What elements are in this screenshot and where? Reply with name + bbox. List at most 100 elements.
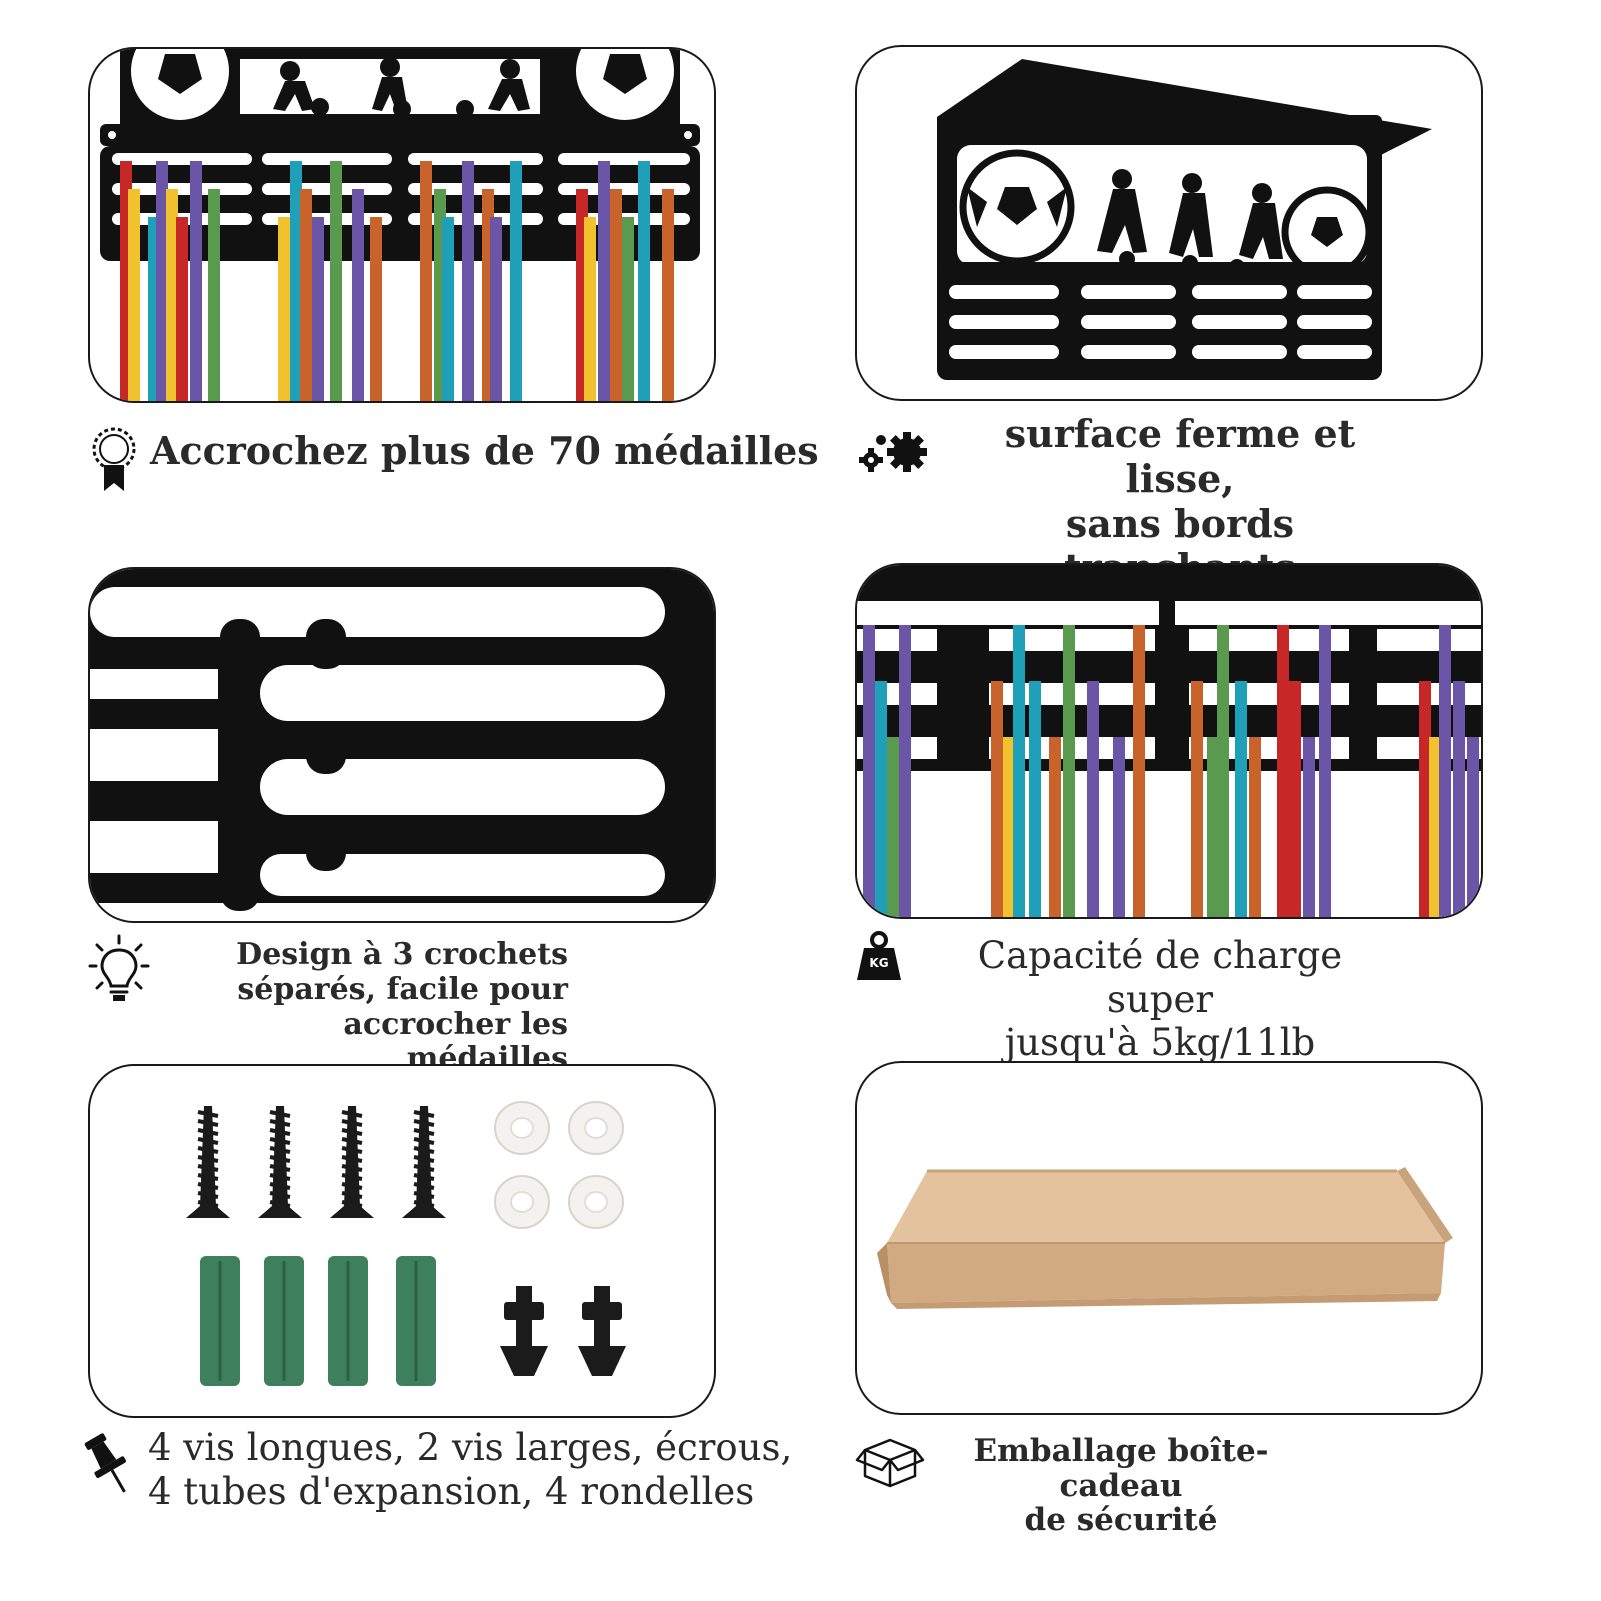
- top-slot: [857, 601, 1159, 625]
- ribbon: [1003, 737, 1015, 917]
- ribbon: [190, 161, 202, 401]
- feature-caption-line: jusqu'à 5kg/11lb: [1004, 1021, 1316, 1065]
- screw-thread: [197, 1128, 219, 1136]
- expansion-tube: [328, 1256, 368, 1386]
- top-slot: [1175, 601, 1481, 625]
- box-icon: [855, 1434, 925, 1490]
- wide-screw: [500, 1286, 548, 1376]
- hooks-closeup-image: [90, 569, 714, 921]
- hook-slot: [262, 153, 392, 165]
- gift-box: [855, 1061, 1483, 1415]
- ribbon: [330, 161, 342, 401]
- hardware-kit-image: [186, 1101, 626, 1386]
- screw-thread: [341, 1200, 363, 1208]
- screw-thread: [341, 1137, 363, 1145]
- hook-slot: [1297, 315, 1372, 329]
- ribbon: [166, 189, 178, 401]
- loaded-hooks-image: [857, 565, 1481, 917]
- screw-thread: [269, 1119, 291, 1127]
- ribbon: [420, 161, 432, 401]
- screw-thread: [341, 1173, 363, 1181]
- feature-caption-line: Design à 3 crochets: [236, 937, 568, 972]
- screw-thread: [197, 1164, 219, 1172]
- ribbon: [598, 161, 610, 401]
- screw-thread: [341, 1182, 363, 1190]
- feature-caption-line: surface ferme et lisse,: [1004, 411, 1356, 501]
- hook-slot: [949, 345, 1059, 359]
- ribbon: [1013, 625, 1025, 917]
- long-screw: [330, 1106, 374, 1218]
- screw-thread: [413, 1200, 435, 1208]
- screw-thread: [197, 1137, 219, 1145]
- screw-body: [330, 1106, 374, 1218]
- hook-slot: [949, 315, 1059, 329]
- medal-rack-front-view: [88, 47, 716, 403]
- screw-thread: [269, 1164, 291, 1172]
- wide-screw: [578, 1286, 626, 1376]
- screw-thread: [269, 1137, 291, 1145]
- hook-slot: [949, 285, 1059, 299]
- washer: [568, 1175, 624, 1229]
- ribbon: [1235, 681, 1247, 917]
- ribbon: [991, 681, 1003, 917]
- ribbon: [312, 217, 324, 401]
- ribbon: [1133, 625, 1145, 917]
- ribbon: [887, 737, 899, 917]
- screw-thread: [413, 1164, 435, 1172]
- ribbon: [1453, 681, 1465, 917]
- ribbon: [1277, 625, 1289, 917]
- screw-body: [186, 1106, 230, 1218]
- screw-thread: [197, 1182, 219, 1190]
- screw-thread: [269, 1128, 291, 1136]
- screw-thread: [413, 1182, 435, 1190]
- hook-slot: [1297, 285, 1372, 299]
- ribbon: [1289, 681, 1301, 917]
- screw-thread: [197, 1200, 219, 1208]
- ribbon: [442, 217, 454, 401]
- washer: [494, 1101, 550, 1155]
- screw-thread: [413, 1119, 435, 1127]
- feature-caption-line: Emballage boîte-cadeau: [973, 1433, 1269, 1504]
- screw-thread: [341, 1191, 363, 1199]
- ribbon: [662, 189, 674, 401]
- screw-thread: [269, 1155, 291, 1163]
- ribbon: [1303, 737, 1315, 917]
- expansion-tube: [396, 1256, 436, 1386]
- ribbon: [1467, 737, 1479, 917]
- screw-thread: [197, 1191, 219, 1199]
- expansion-tube: [264, 1256, 304, 1386]
- screw-thread: [197, 1119, 219, 1127]
- hardware-kit: [88, 1064, 716, 1418]
- feature-caption-line: de sécurité: [1024, 1502, 1218, 1539]
- ribbon: [1113, 737, 1125, 917]
- ribbon: [638, 161, 650, 401]
- lightbulb-icon: [84, 932, 154, 1006]
- weight-icon-label: KG: [869, 956, 889, 970]
- hook-slot: [1192, 285, 1287, 299]
- feature-caption-line: 4 tubes d'expansion, 4 rondelles: [148, 1469, 755, 1513]
- medal-icon: [88, 425, 140, 493]
- expansion-tube: [200, 1256, 240, 1386]
- washer: [494, 1175, 550, 1229]
- ribbon: [1049, 737, 1061, 917]
- hook-slot: [112, 153, 252, 165]
- ribbon: [1419, 681, 1431, 917]
- screw-thread: [197, 1146, 219, 1154]
- hook-slot: [558, 183, 690, 195]
- feature-caption-line: Capacité de charge super: [977, 934, 1343, 1021]
- hook-slot: [1377, 629, 1481, 651]
- screw-thread: [413, 1146, 435, 1154]
- ribbon: [899, 625, 911, 917]
- feature-caption-line: 4 vis longues, 2 vis larges, écrous,: [148, 1426, 793, 1469]
- hooks-closeup: [88, 567, 716, 923]
- gift-box-image: [877, 1167, 1453, 1309]
- screw-thread: [341, 1146, 363, 1154]
- bolt-nut: [582, 1302, 622, 1320]
- screw-thread: [269, 1173, 291, 1181]
- screw-thread: [269, 1191, 291, 1199]
- screw-thread: [413, 1128, 435, 1136]
- ribbon: [300, 189, 312, 401]
- screw-thread: [269, 1182, 291, 1190]
- ribbon: [278, 217, 290, 401]
- medal-rack-shelf-image: [937, 59, 1432, 380]
